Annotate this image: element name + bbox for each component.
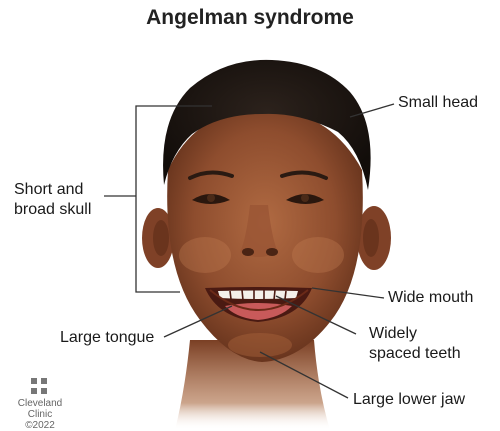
label-small-head: Small head: [398, 93, 478, 113]
logo-line-2: Clinic: [16, 409, 64, 420]
label-widely-spaced-teeth-line1: Widely: [369, 324, 461, 344]
label-short-broad-skull-line1: Short and: [14, 180, 91, 200]
label-widely-spaced-teeth-line2: spaced teeth: [369, 344, 461, 364]
cleveland-clinic-logo-icon: [31, 378, 47, 394]
label-short-broad-skull-line2: broad skull: [14, 200, 91, 220]
label-widely-spaced-teeth: Widely spaced teeth: [369, 324, 461, 364]
logo-line-1: Cleveland: [16, 398, 64, 409]
label-large-lower-jaw: Large lower jaw: [353, 390, 465, 410]
cleveland-clinic-logo: Cleveland Clinic ©2022: [16, 398, 64, 431]
label-short-broad-skull: Short and broad skull: [14, 180, 91, 220]
label-wide-mouth: Wide mouth: [388, 288, 473, 308]
logo-line-3: ©2022: [16, 420, 64, 431]
label-large-tongue: Large tongue: [60, 328, 154, 348]
